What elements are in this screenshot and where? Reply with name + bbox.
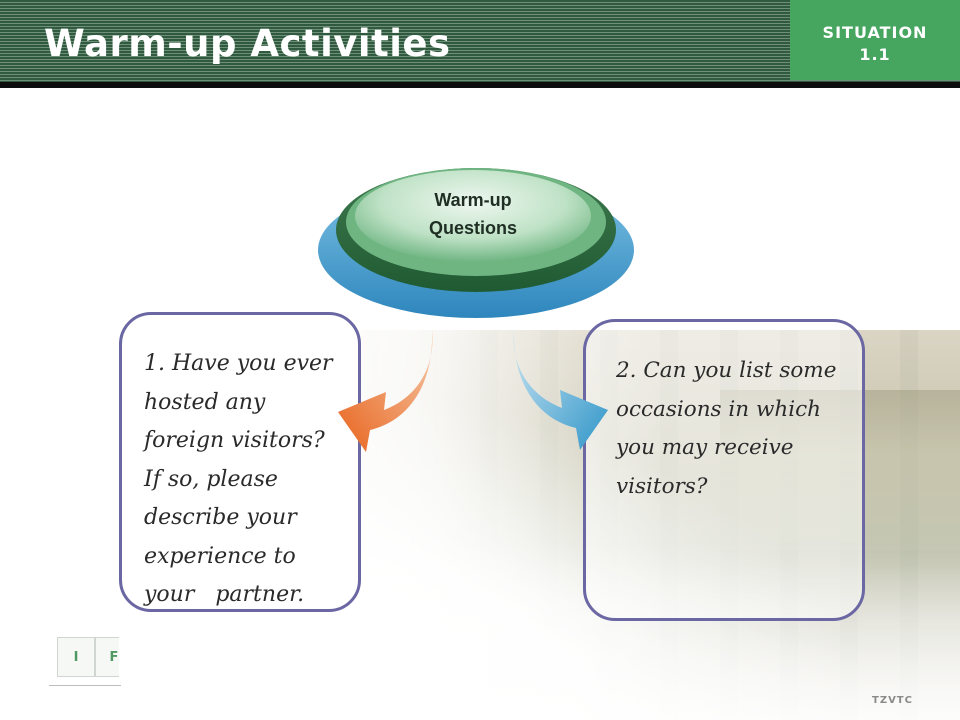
question-line: you may receive	[616, 435, 794, 460]
warm-up-hub: Warm-up Questions	[318, 168, 634, 318]
badge-label: SITUATION	[822, 23, 928, 42]
slide-title: Warm-up Activities	[44, 22, 451, 65]
question-line: occasions in which	[616, 396, 821, 422]
footer-brand: TZVTC	[872, 695, 913, 706]
question-line: hosted any	[144, 389, 266, 415]
question-line: visitors?	[616, 473, 708, 499]
curved-arrow-orange-icon	[338, 330, 433, 452]
question-line: describe your	[144, 505, 297, 530]
header-underline	[0, 82, 960, 88]
slide-nav: I F	[57, 637, 119, 681]
question-box-left: 1. Have you ever hosted any foreign visi…	[119, 312, 361, 612]
question-line: experience to	[144, 543, 296, 569]
nav-button-i[interactable]: I	[57, 637, 95, 677]
question-line: 1. Have you ever	[144, 351, 333, 376]
nav-button-f[interactable]: F	[95, 637, 119, 677]
curved-arrow-blue-icon	[513, 328, 608, 450]
situation-badge: SITUATION 1.1	[790, 0, 960, 80]
question-box-right: 2. Can you list some occasions in which …	[583, 319, 865, 621]
hub-label-line1: Warm-up	[434, 190, 511, 210]
hub-label-line2: Questions	[429, 218, 517, 238]
question-line: your partner.	[144, 582, 305, 607]
question-line: If so, please	[144, 466, 278, 492]
nav-underline	[49, 685, 121, 686]
hub-green-top	[355, 170, 591, 262]
badge-number: 1.1	[859, 45, 891, 64]
question-line: 2. Can you list some	[616, 358, 837, 383]
question-line: foreign visitors?	[144, 428, 325, 453]
